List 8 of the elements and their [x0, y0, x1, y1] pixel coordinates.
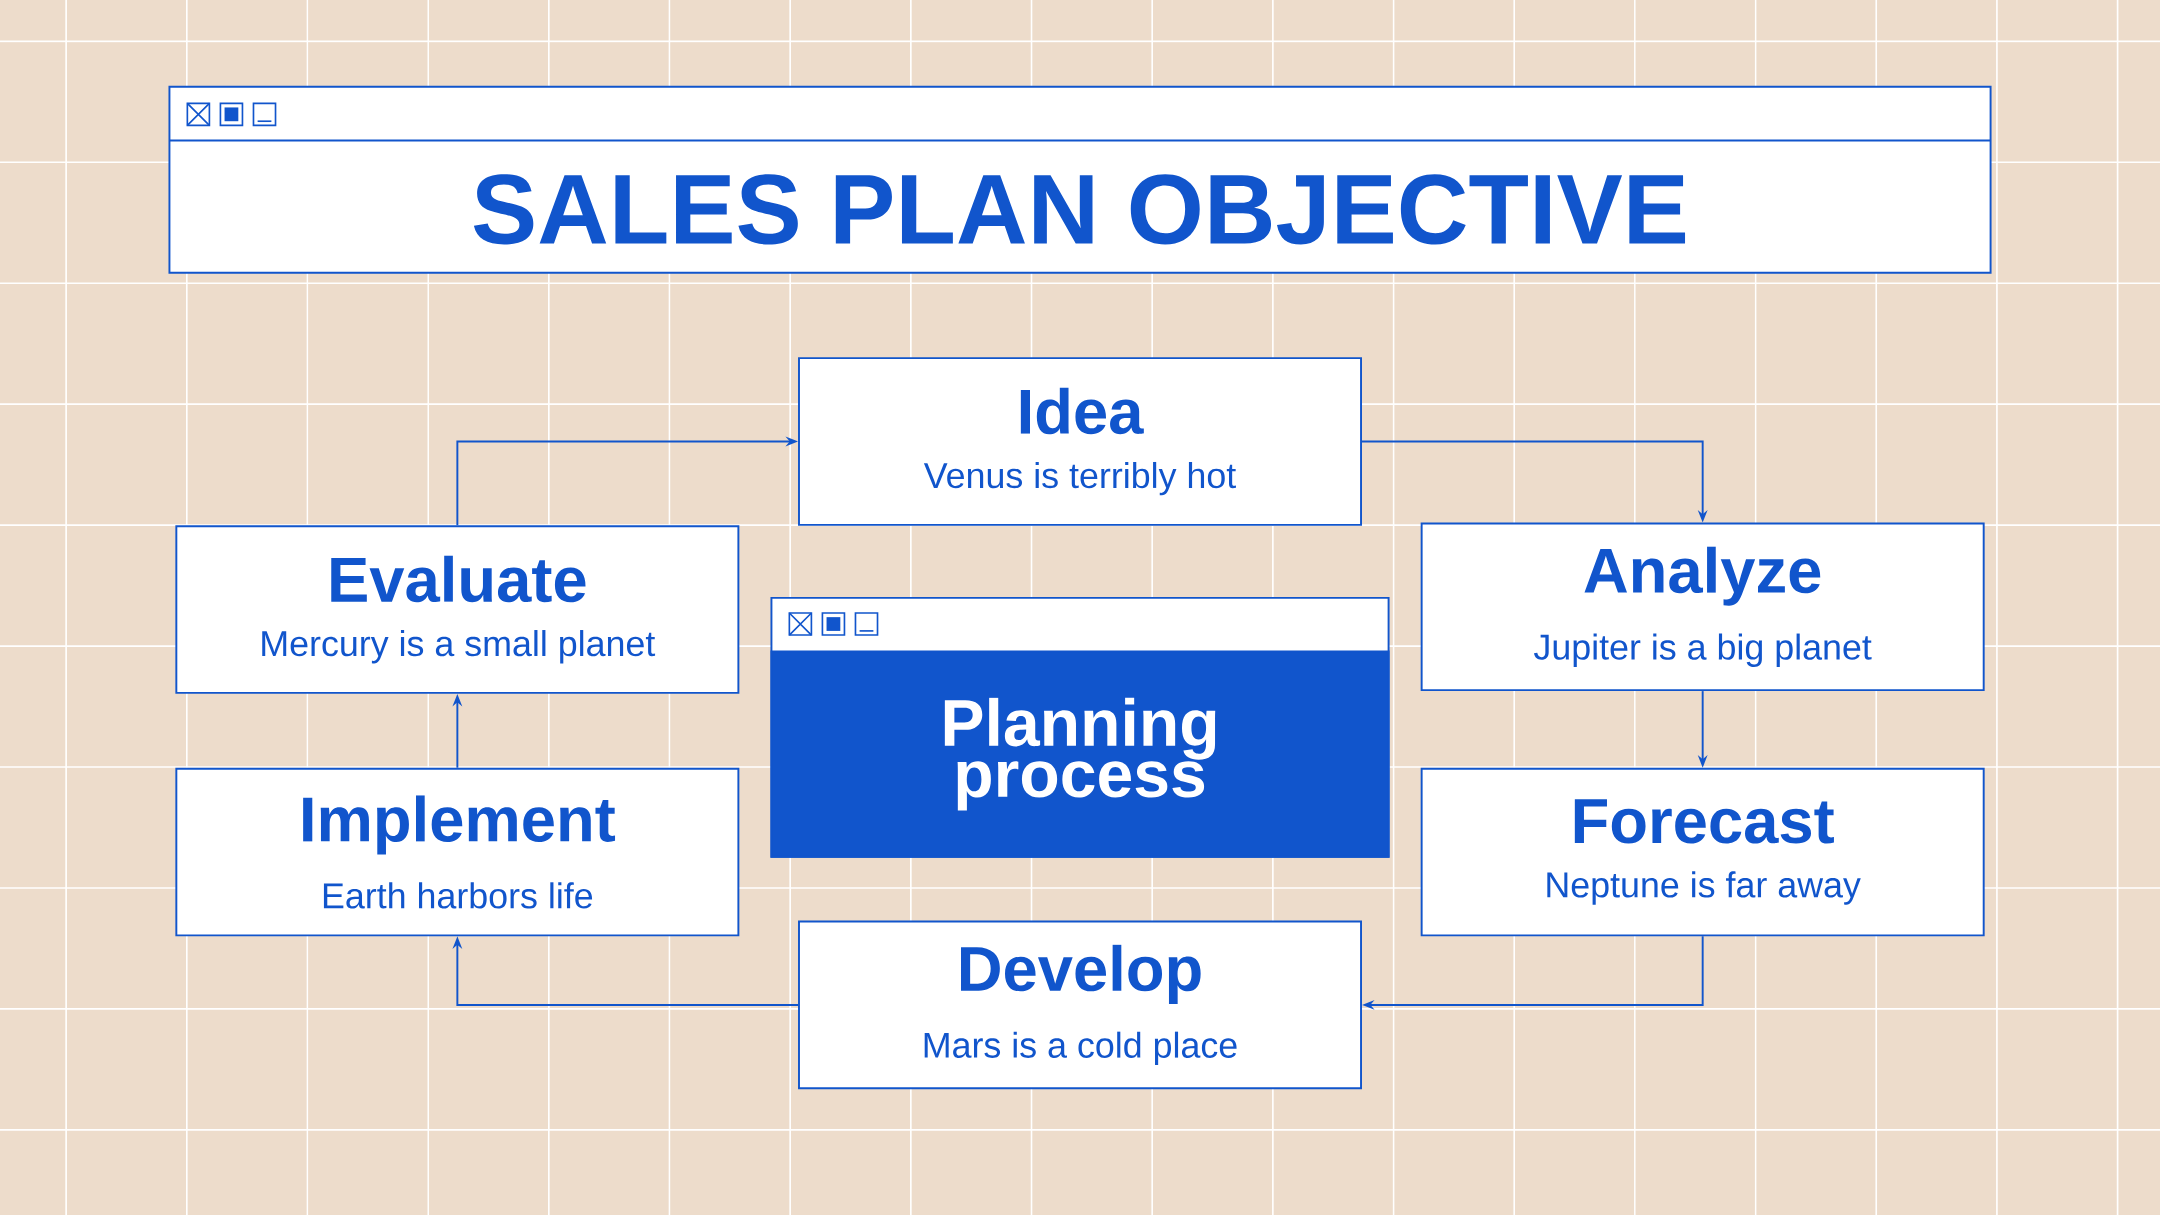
- step-box: Evaluate Mercury is a small planet: [175, 525, 740, 694]
- title-window: SALES PLAN OBJECTIVE: [168, 85, 1992, 274]
- step-box: Analyze Jupiter is a big planet: [1420, 522, 1985, 692]
- step-box: Forecast Neptune is far away: [1420, 767, 1985, 937]
- step-box: Develop Mars is a cold place: [798, 920, 1362, 1090]
- step-box: Implement Earth harbors life: [175, 767, 740, 937]
- center-window: Planning process: [770, 596, 1390, 858]
- step-box: Idea Venus is terribly hot: [798, 357, 1362, 526]
